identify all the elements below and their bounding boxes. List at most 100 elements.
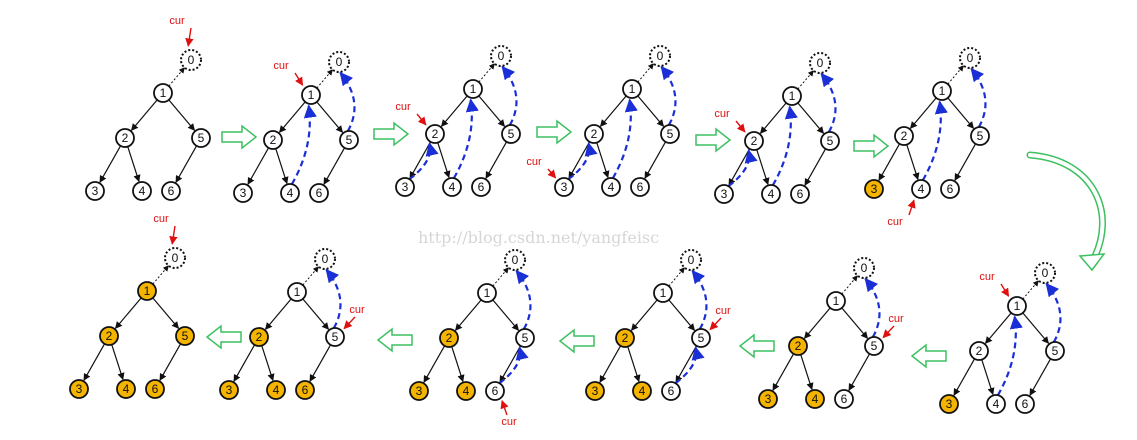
node-label-6: 6	[302, 383, 309, 397]
tree-node-5	[864, 336, 884, 356]
node-label-4: 4	[768, 187, 775, 201]
tree-edge-1-2	[278, 101, 306, 133]
tree-node-6	[309, 183, 329, 203]
dummy-node-0	[504, 249, 526, 271]
node-label-0: 0	[657, 49, 664, 63]
tree-edge-1-5	[668, 299, 696, 331]
step-arrow-left-5	[205, 324, 242, 350]
node-label-5: 5	[667, 127, 674, 141]
root-link-edge	[152, 265, 169, 285]
tree-edge-2-4	[756, 149, 770, 186]
node-label-0: 0	[322, 252, 329, 266]
thread-arrow-5-0	[660, 65, 677, 126]
tree-edge-1-5	[947, 97, 975, 129]
thread-arrow-4-1	[996, 315, 1023, 396]
turn-arrow-outline	[1026, 151, 1106, 266]
node-label-6: 6	[841, 392, 848, 406]
node-label-1: 1	[789, 89, 796, 103]
node-label-2: 2	[591, 127, 598, 141]
thread-arrow-4-1	[452, 98, 479, 179]
dummy-node-0	[1034, 262, 1056, 284]
step-arrow-right-2	[373, 121, 410, 147]
thread-arrow-5-0	[1045, 282, 1062, 343]
tree-edge-1-2	[630, 299, 658, 331]
tree-edge-1-5	[152, 297, 180, 329]
tree-edge-1-5	[1022, 312, 1050, 344]
thread-arrow-5-0	[691, 269, 708, 330]
turn-arrow-head	[1078, 253, 1106, 272]
node-label-4: 4	[639, 384, 646, 398]
tree-node-3	[714, 184, 734, 204]
tree-edge-1-2	[264, 298, 292, 330]
tree-edge-2-4	[127, 146, 141, 183]
tree-edge-1-2	[114, 297, 142, 329]
node-label-0: 0	[817, 56, 824, 70]
tree-node-1	[153, 83, 173, 103]
node-label-0: 0	[498, 49, 505, 63]
tree-node-4	[805, 389, 825, 409]
node-label-5: 5	[827, 134, 834, 148]
tree-node-6	[485, 381, 505, 401]
step-arrow-left-4	[376, 327, 413, 353]
thread-arrow-4-1	[921, 100, 948, 181]
tree-edge-5-6	[485, 141, 508, 179]
tree-node-6	[145, 379, 165, 399]
node-label-5: 5	[698, 331, 705, 345]
tree-edge-1-2	[454, 299, 482, 331]
tree-edge-1-2	[440, 95, 468, 127]
dummy-node-0	[649, 45, 671, 67]
node-label-3: 3	[402, 180, 409, 194]
cur-label: cur	[153, 213, 169, 225]
dummy-node-0	[164, 247, 186, 269]
tree-edge-2-3	[247, 147, 270, 185]
tree-edge-2-4	[261, 345, 275, 382]
node-label-1: 1	[939, 84, 946, 98]
thread-arrow-3-2	[408, 142, 439, 181]
tree-node-3	[758, 389, 778, 409]
tree-edge-5-6	[309, 344, 332, 382]
tree-node-4	[132, 181, 152, 201]
tree-edge-2-3	[878, 143, 901, 181]
cur-label: cur	[395, 101, 411, 113]
node-label-2: 2	[106, 329, 113, 343]
tree-node-2	[744, 131, 764, 151]
tree-edge-2-3	[953, 358, 976, 396]
tree-node-6	[471, 177, 491, 197]
node-label-3: 3	[76, 382, 83, 396]
node-label-3: 3	[561, 180, 568, 194]
tree-edge-2-3	[83, 343, 106, 381]
thread-arrow-5-0	[864, 277, 881, 338]
tree-edge-2-4	[451, 346, 465, 383]
tree-node-4	[911, 179, 931, 199]
cur-label: cur	[979, 271, 995, 283]
tree-node-5	[691, 328, 711, 348]
node-label-5: 5	[346, 133, 353, 147]
dummy-node-0	[809, 52, 831, 74]
dummy-node-0	[853, 257, 875, 279]
tree-node-5	[339, 130, 359, 150]
tree-edge-2-3	[99, 145, 122, 183]
tree-node-5	[820, 131, 840, 151]
node-label-4: 4	[123, 382, 130, 396]
tree-node-1	[826, 291, 846, 311]
step-arrow-right-1	[221, 124, 258, 150]
cur-label: cur	[273, 60, 289, 72]
node-label-6: 6	[478, 180, 485, 194]
watermark-text: http://blog.csdn.net/yangfeisc	[418, 228, 659, 247]
tree-node-4	[632, 381, 652, 401]
dummy-node-0	[180, 49, 202, 71]
tree-edge-2-4	[111, 344, 125, 381]
tree-node-3	[585, 381, 605, 401]
tree-node-4	[456, 381, 476, 401]
node-label-1: 1	[629, 82, 636, 96]
thread-arrow-5-0	[970, 67, 987, 128]
tree-node-5	[175, 326, 195, 346]
tree-node-5	[515, 328, 535, 348]
tree-node-1	[137, 281, 157, 301]
node-label-5: 5	[977, 129, 984, 143]
node-label-3: 3	[92, 184, 99, 198]
tree-edge-5-6	[1029, 358, 1052, 396]
